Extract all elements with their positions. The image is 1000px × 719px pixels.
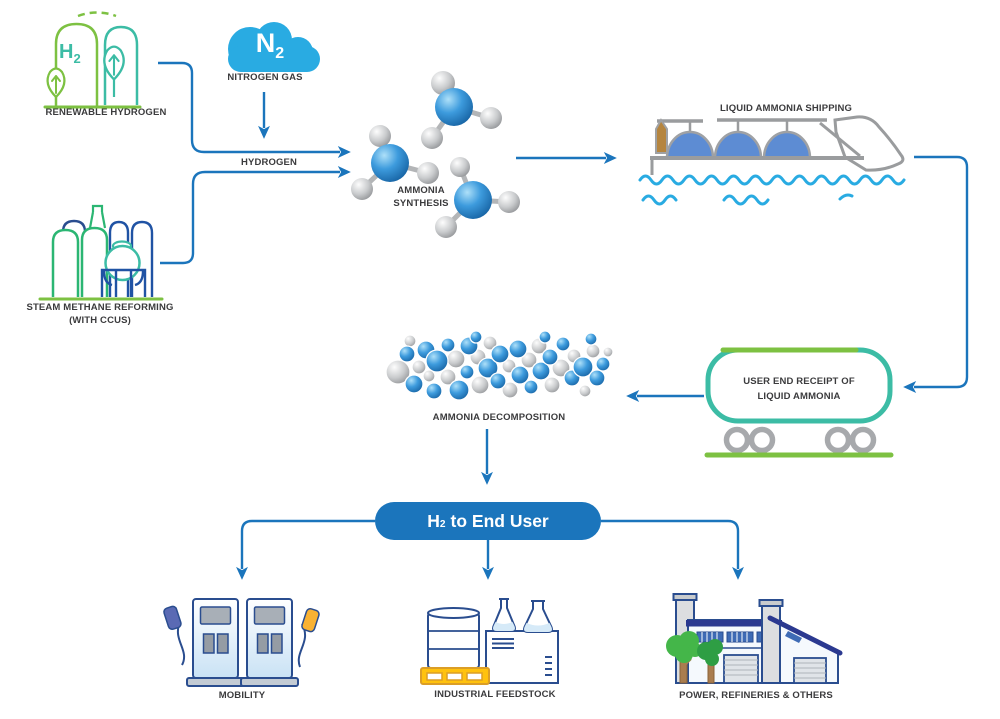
leaf-icon: [103, 45, 125, 82]
ammonia-synthesis-label: AMMONIA SYNTHESIS: [393, 185, 449, 209]
nitrogen-cloud-icon: [228, 22, 320, 72]
leaf-icon: [46, 67, 66, 99]
ship-icon: [638, 115, 906, 206]
renewable-hydrogen-label: RENEWABLE HYDROGEN: [45, 107, 167, 118]
barrel-icon: [427, 612, 480, 669]
nitrogen-symbol: N2: [255, 28, 285, 63]
garage-door: [723, 654, 759, 684]
smr-label: STEAM METHANE REFORMING (WITH CCUS): [26, 302, 174, 326]
user-end-receipt-label: USER END RECEIPT OF LIQUID AMMONIA: [743, 376, 855, 402]
tanker-icon: [704, 347, 894, 458]
power-refineries-icon: [666, 593, 843, 684]
liquid-ammonia-shipping-label: LIQUID AMMONIA SHIPPING: [719, 103, 853, 114]
mobility-label: MOBILITY: [218, 690, 266, 701]
hydrogen-label: HYDROGEN: [240, 157, 298, 168]
renewable-hydrogen-icon: [43, 11, 142, 109]
power-refineries-label: POWER, REFINERIES & OTHERS: [679, 690, 833, 701]
tree-icon: [697, 639, 723, 684]
waves: [638, 174, 906, 186]
ammonia-decomposition-molecules-icon: [385, 330, 614, 401]
fuel-nozzle-blue: [163, 605, 182, 631]
ammonia-decomposition-label: AMMONIA DECOMPOSITION: [432, 412, 566, 423]
nitrogen-gas-label: NITROGEN GAS: [227, 72, 303, 83]
arrow-pill-to-power: [601, 519, 744, 580]
flow-arrows: [158, 61, 969, 580]
ammonia-synthesis-molecules-icon: [351, 71, 520, 238]
arrow-smr-to-synthesis: [160, 166, 351, 265]
fuel-nozzle-yellow: [301, 607, 320, 633]
smr-icon: [38, 204, 164, 301]
tree-icon: [666, 631, 702, 684]
arrow-renewable-to-synthesis: [158, 61, 351, 158]
industrial-feedstock-label: INDUSTRIAL FEEDSTOCK: [434, 689, 556, 700]
arrow-ship-to-receipt: [903, 155, 969, 393]
garage-door: [793, 657, 827, 684]
mobility-icon: [163, 598, 320, 687]
industrial-feedstock-icon: [420, 598, 559, 685]
renewable-h2-symbol: H2: [59, 41, 81, 66]
arrow-pill-to-mobility: [236, 519, 375, 580]
